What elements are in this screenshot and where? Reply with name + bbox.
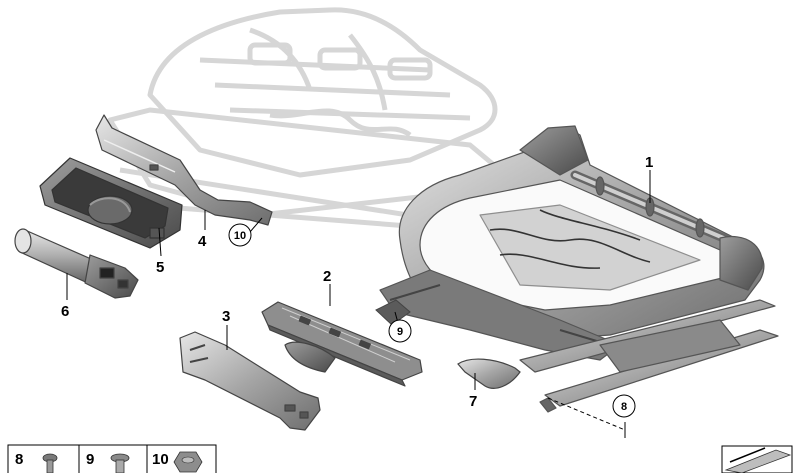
legend-label-8: 8 <box>15 451 23 468</box>
long-bracket <box>95 114 273 226</box>
callout-10-circle: 10 <box>228 223 252 247</box>
small-clip <box>457 358 521 389</box>
callout-7: 7 <box>469 393 477 410</box>
callout-1: 1 <box>645 154 653 171</box>
fastener-legend: 8 9 10 <box>7 444 217 473</box>
leader-lines <box>66 170 651 438</box>
cylinder-housing <box>39 157 183 249</box>
bolt-on-frame <box>375 299 411 326</box>
legend-label-9: 9 <box>86 451 94 468</box>
nut-10-icon <box>173 451 203 473</box>
cylinder-part <box>14 228 139 299</box>
callout-4: 4 <box>198 233 207 250</box>
callout-9-circle: 9 <box>388 319 412 343</box>
callout-5: 5 <box>156 259 164 276</box>
callout-9: 9 <box>397 326 403 338</box>
bolt-9-icon <box>110 453 130 473</box>
view-direction-marker <box>721 445 793 473</box>
legend-label-10: 10 <box>152 451 169 468</box>
seat-base-frame <box>379 125 779 413</box>
callout-3: 3 <box>222 308 230 325</box>
bolt-8-icon <box>42 453 58 473</box>
side-trim-strip <box>179 331 321 431</box>
seat-pan-plate <box>261 301 423 387</box>
callout-10: 10 <box>234 230 246 242</box>
callout-2: 2 <box>323 268 331 285</box>
callout-8: 8 <box>621 401 627 413</box>
callout-8-circle: 8 <box>612 394 636 418</box>
callout-6: 6 <box>61 303 69 320</box>
